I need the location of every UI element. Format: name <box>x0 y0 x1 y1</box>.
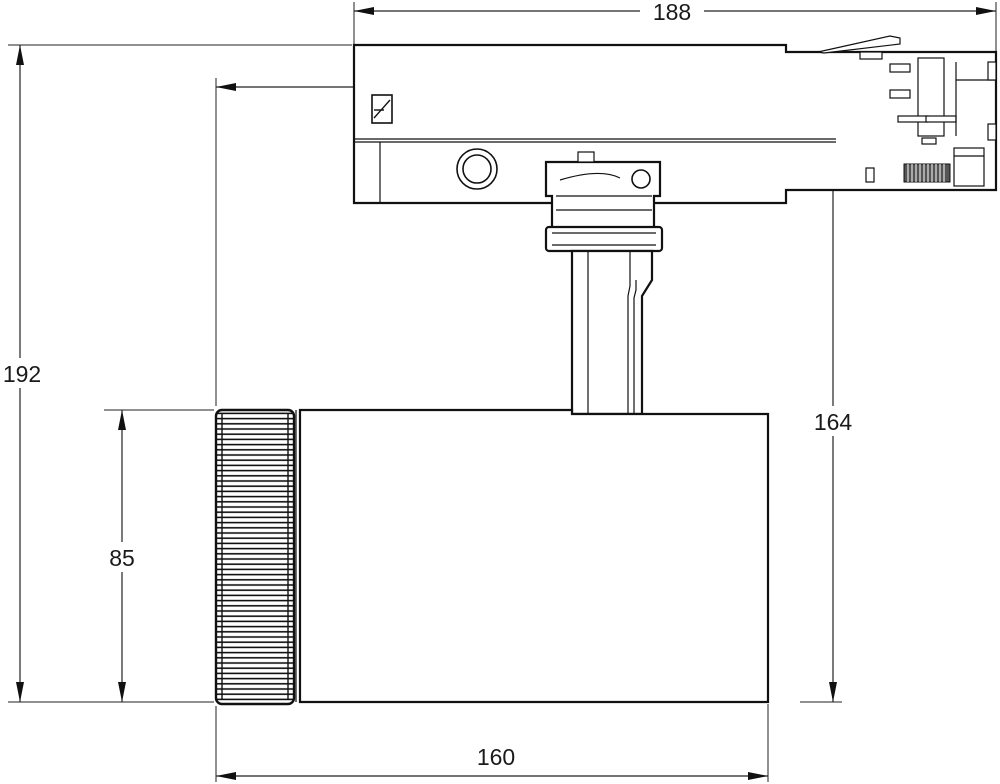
contact-block <box>865 57 997 183</box>
track-adapter <box>352 35 998 205</box>
dimension-192: 192 <box>0 45 46 702</box>
dimension-160: 160 <box>216 744 768 780</box>
serrated-connector <box>903 147 985 187</box>
dim-label-192: 192 <box>3 361 41 387</box>
adjustment-knob-icon <box>456 148 498 190</box>
knurled-lens-ring <box>214 408 296 706</box>
dimension-85: 85 <box>104 410 142 702</box>
dim-label-188: 188 <box>653 0 691 25</box>
dimension-164: 164 <box>806 142 862 702</box>
mounting-stem <box>570 249 654 416</box>
dim-label-160: 160 <box>477 744 515 770</box>
pivot-joint <box>544 151 664 253</box>
lamp-body <box>295 408 770 704</box>
dim-label-85: 85 <box>109 545 135 571</box>
dimension-188: 188 <box>354 0 996 25</box>
dim-label-164: 164 <box>814 409 853 435</box>
lock-symbol-icon <box>371 94 393 124</box>
